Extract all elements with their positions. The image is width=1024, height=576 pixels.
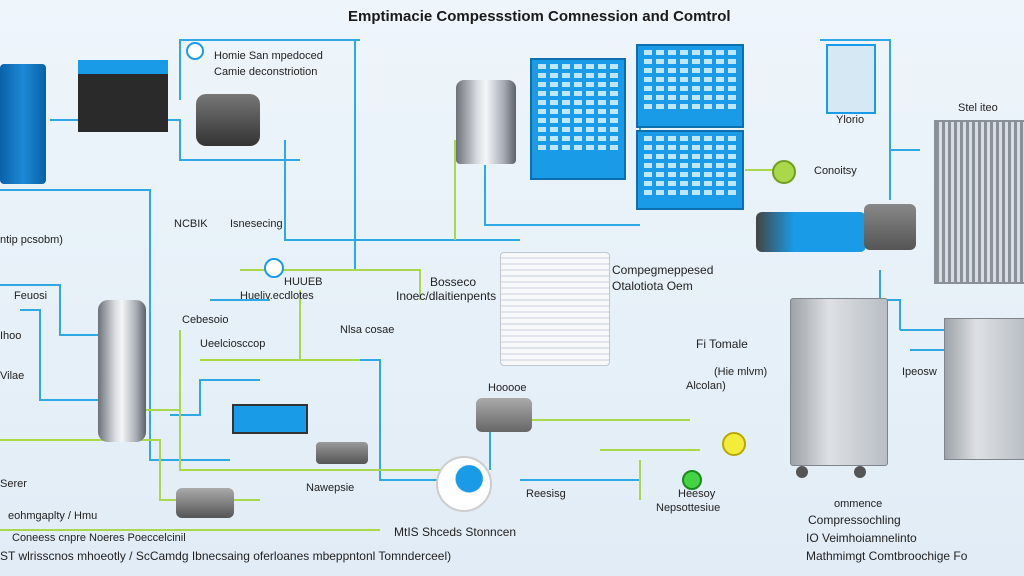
diagram-title: Emptimacie Compessstiom Comnession and C…: [348, 8, 731, 25]
footer-right-text: Mathmimgt Comtbroochige Fo: [806, 549, 968, 563]
center-label-8: Heesoy: [678, 488, 716, 500]
left-label-3: Ihoo: [0, 330, 22, 342]
wire-green: [240, 269, 421, 300]
center-label-2: Inoec/dlaitienpents: [396, 289, 497, 303]
cabinet-icon: [790, 298, 888, 466]
wire-blue: [20, 309, 100, 401]
wire-blue: [179, 39, 360, 100]
center-label-1: Bosseco: [430, 275, 477, 289]
right-label-4: Ipeosw: [902, 366, 937, 378]
wire-blue: [284, 140, 520, 241]
mid-label-3: HUUEB: [284, 276, 323, 288]
right-top-label-3: Ylorio: [836, 114, 865, 126]
wire-blue: [170, 379, 260, 416]
left-label-1: ntip pcsobm): [0, 234, 63, 246]
compressor-icon: [176, 488, 234, 518]
pump-icon: [196, 94, 260, 146]
wire-blue: [820, 39, 891, 200]
footer-left-text: ST wlrisscnos mhoeotly / ScCamdg Ibnecsa…: [0, 549, 452, 563]
cabinet-icon: [944, 318, 1024, 460]
mid-label-2: Isnesecing: [230, 218, 283, 230]
wheel-icon: [854, 466, 866, 478]
valve-icon: [772, 160, 796, 184]
right-top-label-1: Stel iteo: [958, 102, 998, 114]
wire-blue: [0, 189, 230, 461]
bottom-right-label-3: IO Veimhoiamnelinto: [806, 531, 917, 545]
wheel-icon: [796, 466, 808, 478]
bottom-left-label-1: Serer: [0, 478, 27, 490]
center-label-3: Compegmeppesed: [612, 263, 714, 277]
center-label-5: Hooooe: [488, 382, 527, 394]
compressor-icon: [476, 398, 532, 432]
center-label-4: Otalotiota Oem: [612, 279, 693, 293]
center-label-6: Nawepsie: [306, 482, 355, 494]
control-panel-icon: [78, 60, 168, 132]
control-panel-icon: [232, 404, 308, 434]
condenser-icon: [500, 252, 610, 366]
wire-blue: [0, 284, 110, 336]
left-label-2: Feuosi: [14, 290, 48, 302]
mid-label-5: Cebesoio: [182, 314, 229, 326]
wire-blue: [484, 165, 640, 226]
condenser-icon: [934, 120, 1024, 284]
bottom-right-label-2: Compressochling: [808, 513, 901, 527]
top-callout-1: Homie San mpedoced: [214, 50, 323, 62]
right-label-2: (Hie mlvm): [714, 366, 768, 378]
wire-green: [179, 330, 440, 471]
right-label-3: Alcolan): [686, 380, 726, 392]
control-panel-icon: [530, 58, 626, 180]
pump-icon: [436, 456, 492, 512]
valve-icon: [316, 442, 368, 464]
right-label-1: Fi Tomale: [696, 337, 748, 351]
center-label-7: Reesisg: [526, 488, 566, 500]
pump-icon: [756, 212, 866, 252]
sensor-icon: [186, 42, 204, 60]
sensor-icon: [264, 258, 284, 278]
control-panel-icon: [636, 130, 744, 210]
tank-icon: [98, 300, 146, 442]
tank-icon: [456, 80, 516, 164]
mid-label-7: Nlsa cosae: [340, 324, 395, 336]
gauge-icon: [826, 44, 876, 114]
wire-blue: [879, 270, 901, 330]
center-label-9: Nepsottesiue: [656, 502, 721, 514]
left-label-4: Vilae: [0, 370, 25, 382]
valve-icon: [864, 204, 916, 250]
mid-label-4: Hueliv.ecdlotes: [240, 290, 314, 302]
control-panel-icon: [636, 44, 744, 128]
bottom-center-label: MtIS Shceds Stonncen: [394, 525, 517, 539]
mid-label-6: Ueelciosccop: [200, 338, 266, 350]
top-callout-2: Camie deconstriotion: [214, 66, 318, 78]
gauge-icon: [722, 432, 746, 456]
heat-exchanger-icon: [0, 64, 46, 184]
bottom-left-label-2: Coneess cnpre Noeres Poeccelcinil: [12, 532, 186, 544]
sensor-icon: [682, 470, 702, 490]
mid-label-1: NCBIK: [174, 218, 208, 230]
bottom-left-label-3: eohmgaplty / Hmu: [8, 510, 98, 522]
right-top-label-2: Conoitsy: [814, 165, 857, 177]
bottom-right-label-1: ommence: [834, 498, 883, 510]
